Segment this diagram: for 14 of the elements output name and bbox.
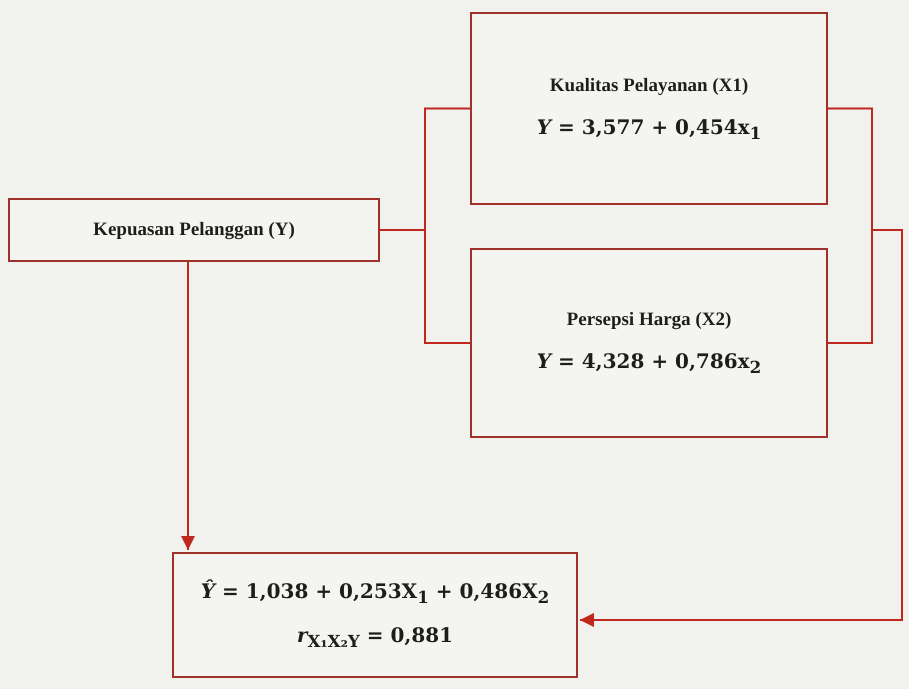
connector-line (580, 229, 903, 627)
variable-box (172, 552, 578, 678)
variable-name: Persepsi Harga (X2) (566, 309, 732, 331)
equation: Y = 3,577 + 0,454x$_{1}$ (536, 114, 762, 142)
equation: Ŷ = 1,038 + 0,253X$_{1}$ + 0,486X$_{2}$ (200, 579, 550, 607)
variable-name: Kepuasan Pelanggan (Y) (93, 219, 295, 241)
equation: Y = 4,328 + 0,786x$_{2}$ (536, 349, 762, 377)
equation: r$_{X₁X₂Y}$ = 0,881 (296, 623, 454, 651)
variable-box (470, 248, 828, 438)
connector-line (181, 262, 195, 550)
variable-name: Kualitas Pelayanan (X1) (550, 74, 748, 96)
variable-box (8, 198, 380, 262)
variable-box (470, 12, 828, 205)
connector-line (380, 229, 470, 344)
